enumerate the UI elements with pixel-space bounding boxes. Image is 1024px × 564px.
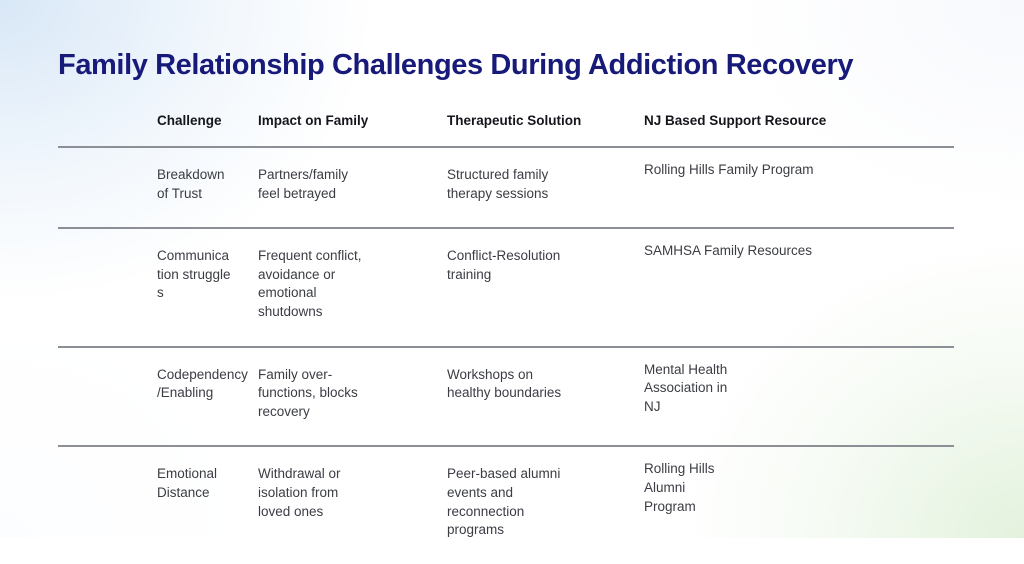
cell-text: Conflict-Resolution training <box>447 248 561 282</box>
cell-impact: Withdrawal or isolation from loved ones <box>238 446 427 563</box>
cell-text: Rolling Hills Alumni Program <box>644 461 715 514</box>
table-header: Challenge Impact on Family Therapeutic S… <box>58 112 954 148</box>
cell-text: Mental Health Association in NJ <box>644 361 728 414</box>
column-header-impact-on-family: Impact on Family <box>238 112 427 148</box>
cell-text: SAMHSA Family Resources <box>644 243 813 259</box>
challenges-table: Challenge Impact on Family Therapeutic S… <box>58 112 954 564</box>
slide-canvas: Family Relationship Challenges During Ad… <box>0 0 1024 538</box>
cell-challenge: Codependency /Enabling <box>58 346 248 448</box>
cell-solution: Workshops on healthy boundaries <box>427 346 625 448</box>
cell-text: Withdrawal or isolation from loved ones <box>258 466 341 519</box>
cell-resource: SAMHSA Family Resources <box>625 228 954 348</box>
cell-text: Frequent conflict, avoidance or emotiona… <box>258 248 362 319</box>
page-title: Family Relationship Challenges During Ad… <box>58 49 854 81</box>
cell-text: Communication struggles <box>157 248 231 301</box>
cell-text: Emotional Distance <box>157 466 218 500</box>
cell-solution: Conflict-Resolution training <box>427 228 625 348</box>
table-row: Emotional Distance Withdrawal or isolati… <box>58 446 954 563</box>
cell-text: Structured family therapy sessions <box>447 167 549 201</box>
cell-challenge: Communication struggles <box>58 228 238 348</box>
cell-impact: Partners/family feel betrayed <box>238 147 427 230</box>
cell-impact: Family over-functions, blocks recovery <box>238 346 427 448</box>
column-header-therapeutic-solution: Therapeutic Solution <box>427 112 625 148</box>
cell-text: Partners/family feel betrayed <box>258 167 349 201</box>
cell-text: Workshops on healthy boundaries <box>447 366 562 401</box>
cell-resource: Rolling Hills Alumni Program <box>625 446 954 563</box>
cell-impact: Frequent conflict, avoidance or emotiona… <box>238 228 427 348</box>
cell-challenge: Emotional Distance <box>58 446 238 563</box>
column-header-challenge: Challenge <box>58 112 238 148</box>
table-body: Breakdown of Trust Partners/family feel … <box>58 147 954 564</box>
table-row: Codependency /Enabling Family over-funct… <box>58 346 954 448</box>
cell-challenge: Breakdown of Trust <box>58 147 238 230</box>
cell-resource: Mental Health Association in NJ <box>625 346 954 448</box>
challenges-table-container: Challenge Impact on Family Therapeutic S… <box>58 112 954 564</box>
cell-text: Family over-functions, blocks recovery <box>258 366 358 419</box>
column-header-nj-support-resource: NJ Based Support Resource <box>625 112 954 148</box>
cell-text: Peer-based alumni events and reconnectio… <box>447 466 561 538</box>
table-row: Communication struggles Frequent conflic… <box>58 228 954 348</box>
table-row: Breakdown of Trust Partners/family feel … <box>58 147 954 230</box>
cell-text: Rolling Hills Family Program <box>644 162 814 177</box>
cell-resource: Rolling Hills Family Program <box>625 147 954 230</box>
cell-solution: Structured family therapy sessions <box>427 147 625 230</box>
cell-text: Codependency /Enabling <box>157 366 248 401</box>
table-header-row: Challenge Impact on Family Therapeutic S… <box>58 112 954 148</box>
cell-solution: Peer-based alumni events and reconnectio… <box>427 446 625 563</box>
cell-text: Breakdown of Trust <box>157 167 225 201</box>
